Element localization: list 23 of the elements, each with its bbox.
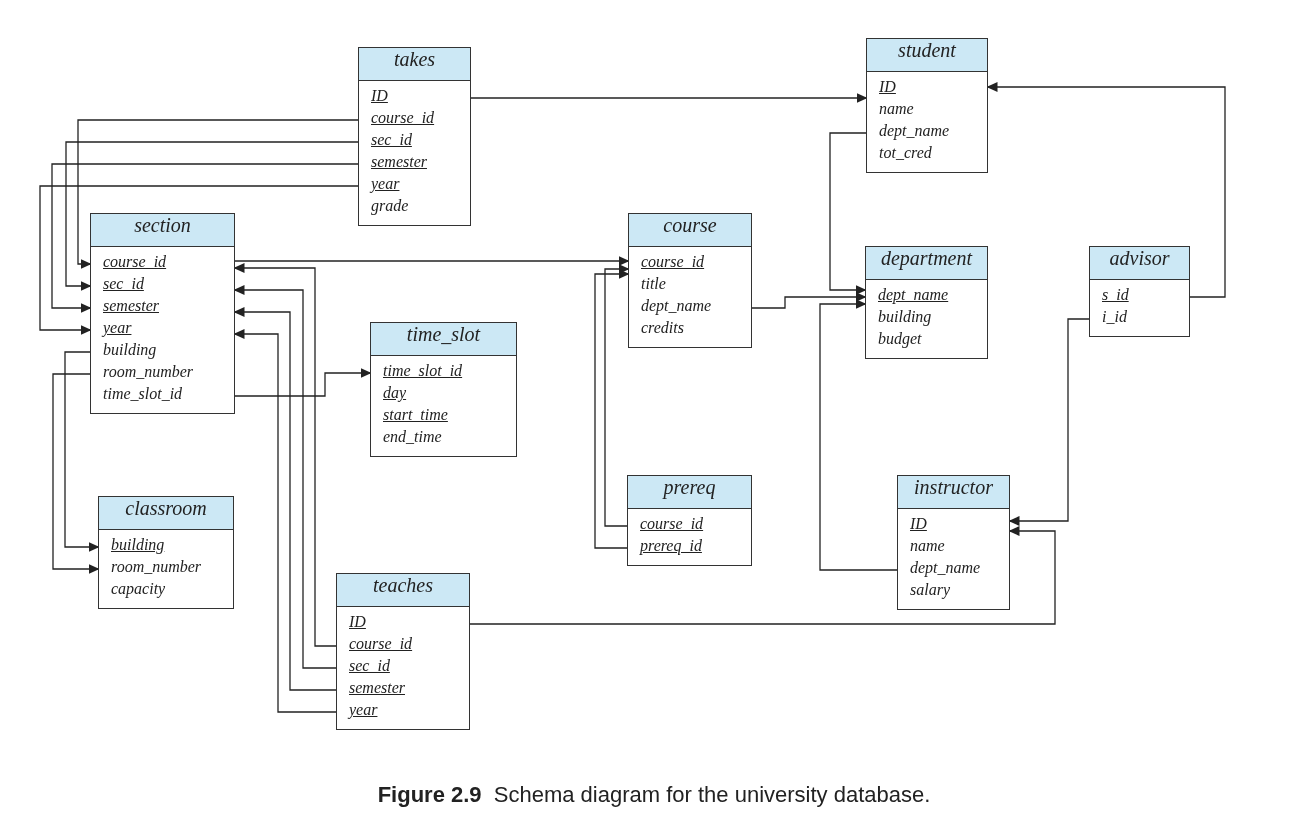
table-name: time_slot — [371, 323, 516, 356]
table-name: teaches — [337, 574, 469, 607]
table-box — [897, 475, 1010, 610]
table-box — [98, 496, 234, 609]
table-name: classroom — [99, 497, 233, 530]
table-box — [1089, 246, 1190, 337]
table-box — [358, 47, 471, 226]
table-name: department — [866, 247, 987, 280]
table-box — [628, 213, 752, 348]
table-name: section — [91, 214, 234, 247]
table-box — [336, 573, 470, 730]
table-box — [866, 38, 988, 173]
table-box — [90, 213, 235, 414]
figure-caption: Figure 2.9 Schema diagram for the university database. — [377, 782, 931, 807]
table-name: instructor — [898, 476, 1009, 509]
table-name: student — [867, 39, 987, 72]
table-name: course — [629, 214, 751, 247]
table-name: takes — [359, 48, 470, 81]
table-name: prereq — [628, 476, 751, 509]
table-box — [865, 246, 988, 359]
table-box — [627, 475, 752, 566]
table-name: advisor — [1090, 247, 1189, 280]
table-box — [370, 322, 517, 457]
